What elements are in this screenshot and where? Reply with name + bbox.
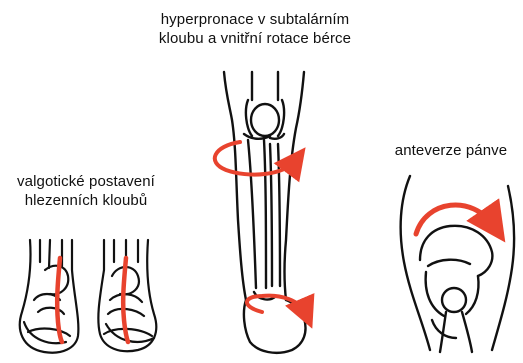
lower-rotation-arrow — [247, 296, 306, 314]
right-foot-axis-line — [123, 258, 128, 342]
left-foot — [20, 240, 79, 353]
valgus-feet-illustration — [20, 240, 156, 353]
femoral-head — [442, 288, 466, 312]
left-foot-axis-line — [57, 258, 62, 342]
lower-leg-illustration — [224, 72, 306, 353]
pelvis-illustration — [401, 176, 514, 352]
patella — [251, 104, 279, 136]
upper-rotation-arrow — [215, 142, 296, 175]
pelvis-tilt-arrow — [416, 205, 494, 234]
